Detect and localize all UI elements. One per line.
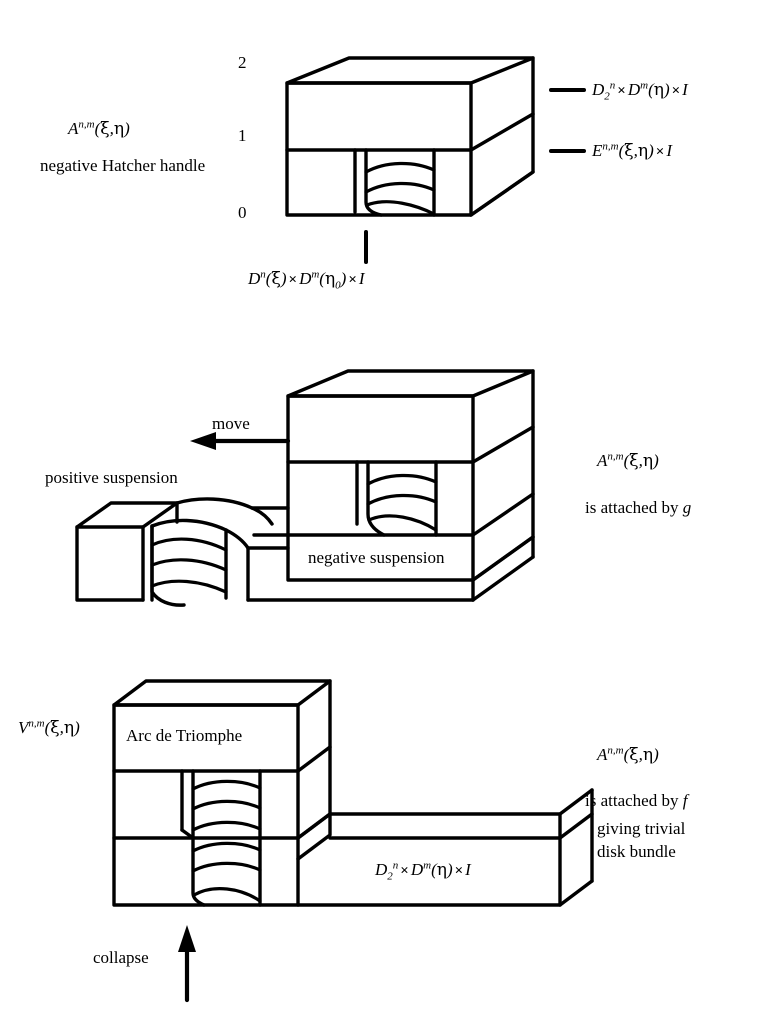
figure-2-right-label-1: An,m(ξ,η) <box>597 450 659 471</box>
axis-tick-1: 1 <box>238 126 247 145</box>
figure-1-bottom-label: Dn(ξ)×Dm(η0)×I <box>248 268 365 292</box>
move-arrow <box>190 432 291 450</box>
figure-1-caption: negative Hatcher handle <box>40 156 206 175</box>
figure-1-solid <box>285 56 535 217</box>
right-arm-label: D2n×Dm(η)×I <box>375 859 471 883</box>
positive-suspension-label: positive suspension <box>45 468 178 487</box>
figure-3-right-label-3: giving trivial <box>597 819 686 838</box>
negative-suspension-label: negative suspension <box>308 548 445 567</box>
figure-1-title: An,m(ξ,η) <box>68 118 130 139</box>
collapse-arrow <box>178 925 196 1003</box>
figure-3-right-label-1: An,m(ξ,η) <box>597 744 659 765</box>
figure-1-right-label-2: En,m(ξ,η)×I <box>592 140 672 161</box>
collapse-arrow-label: collapse <box>93 948 149 967</box>
move-arrow-label: move <box>212 414 250 433</box>
figure-3-left-label: Vn,m(ξ,η) <box>18 717 80 738</box>
figure-3-right-label-2: is attached by f <box>585 791 688 810</box>
arc-de-triomphe-label: Arc de Triomphe <box>126 726 243 745</box>
axis-tick-2: 2 <box>238 53 247 72</box>
figure-3-solid <box>112 679 594 907</box>
figure-2-right-label-2: is attached by g <box>585 498 692 517</box>
figure-1-leaders <box>364 88 586 264</box>
figure-3-right-label-4: disk bundle <box>597 842 676 861</box>
axis-tick-0: 0 <box>238 203 247 222</box>
figure-1-right-label-1: D2n×Dm(η)×I <box>592 79 688 103</box>
